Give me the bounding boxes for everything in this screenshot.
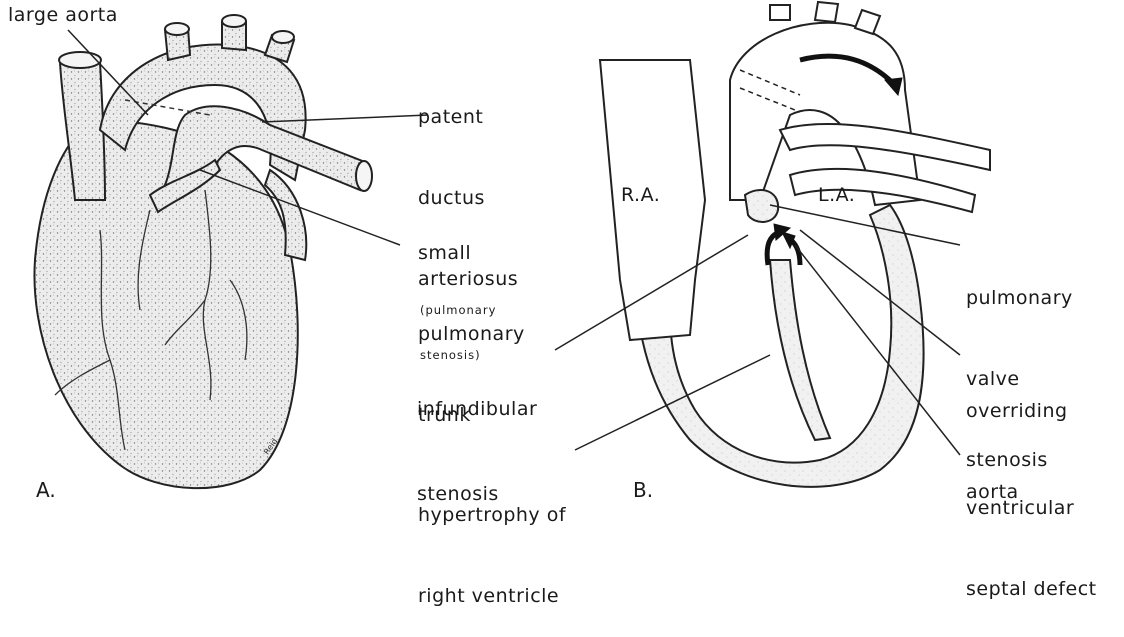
label-left-atrium: L.A. bbox=[818, 182, 855, 209]
leader-pulmonary-valve bbox=[770, 205, 960, 245]
heart-external bbox=[34, 15, 372, 488]
diagram-canvas: large aorta patent ductus arteriosus sma… bbox=[0, 0, 1124, 508]
aorta-opening bbox=[59, 52, 101, 68]
label-large-aorta: large aorta bbox=[8, 2, 118, 29]
illustration bbox=[0, 0, 1124, 508]
label-right-atrium: R.A. bbox=[621, 182, 660, 209]
panel-label-a: A. bbox=[36, 478, 56, 502]
leader-overriding bbox=[800, 230, 960, 355]
label-vsd: ventricular septal defect bbox=[966, 441, 1097, 630]
label-hypertrophy: hypertrophy of right ventricle bbox=[418, 448, 566, 637]
panel-label-b: B. bbox=[633, 478, 653, 502]
septum bbox=[770, 260, 830, 440]
